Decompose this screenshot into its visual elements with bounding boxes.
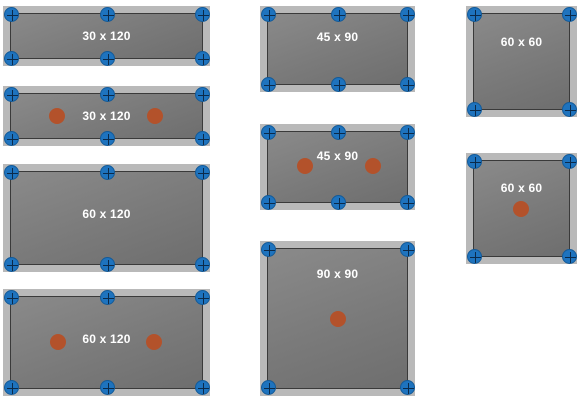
corner-pin-icon xyxy=(561,153,577,169)
panel-plate xyxy=(473,13,570,110)
corner-pin-icon xyxy=(260,241,276,257)
fixing-point-icon xyxy=(297,158,313,174)
corner-pin-icon xyxy=(330,194,346,210)
corner-pin-icon xyxy=(466,248,482,264)
panel-60x120-b[interactable]: 60 x 120 xyxy=(3,289,210,396)
corner-pin-icon xyxy=(194,50,210,66)
corner-pin-icon xyxy=(194,6,210,22)
panel-size-label: 60 x 60 xyxy=(500,35,543,49)
corner-pin-icon xyxy=(561,248,577,264)
fixing-point-icon xyxy=(49,108,65,124)
corner-pin-icon xyxy=(99,164,115,180)
corner-pin-icon xyxy=(399,76,415,92)
panel-size-label: 60 x 60 xyxy=(500,181,543,195)
fixing-point-icon xyxy=(147,108,163,124)
panel-size-label: 30 x 120 xyxy=(82,29,131,43)
corner-pin-icon xyxy=(194,289,210,305)
corner-pin-icon xyxy=(99,289,115,305)
corner-pin-icon xyxy=(194,379,210,395)
panel-60x60-b[interactable]: 60 x 60 xyxy=(466,153,577,264)
corner-pin-icon xyxy=(3,164,19,180)
corner-pin-icon xyxy=(3,256,19,272)
corner-pin-icon xyxy=(3,6,19,22)
panel-45x90-b[interactable]: 45 x 90 xyxy=(260,124,415,210)
corner-pin-icon xyxy=(99,50,115,66)
panel-60x120-a[interactable]: 60 x 120 xyxy=(3,164,210,272)
panel-size-label: 30 x 120 xyxy=(82,109,131,123)
corner-pin-icon xyxy=(330,124,346,140)
panel-60x60-a[interactable]: 60 x 60 xyxy=(466,6,577,117)
corner-pin-icon xyxy=(260,379,276,395)
corner-pin-icon xyxy=(194,256,210,272)
corner-pin-icon xyxy=(99,130,115,146)
corner-pin-icon xyxy=(99,256,115,272)
panel-30x120-b[interactable]: 30 x 120 xyxy=(3,86,210,146)
corner-pin-icon xyxy=(3,50,19,66)
corner-pin-icon xyxy=(260,6,276,22)
fixing-point-icon xyxy=(330,311,346,327)
corner-pin-icon xyxy=(330,6,346,22)
panel-plate xyxy=(267,131,408,203)
panel-plate xyxy=(267,13,408,85)
corner-pin-icon xyxy=(99,6,115,22)
corner-pin-icon xyxy=(561,101,577,117)
corner-pin-icon xyxy=(194,164,210,180)
corner-pin-icon xyxy=(99,86,115,102)
corner-pin-icon xyxy=(260,194,276,210)
panel-90x90[interactable]: 90 x 90 xyxy=(260,241,415,396)
corner-pin-icon xyxy=(399,6,415,22)
corner-pin-icon xyxy=(399,379,415,395)
panel-size-label: 45 x 90 xyxy=(316,30,359,44)
corner-pin-icon xyxy=(399,194,415,210)
corner-pin-icon xyxy=(330,76,346,92)
corner-pin-icon xyxy=(260,76,276,92)
corner-pin-icon xyxy=(3,130,19,146)
corner-pin-icon xyxy=(466,6,482,22)
corner-pin-icon xyxy=(3,86,19,102)
corner-pin-icon xyxy=(399,124,415,140)
corner-pin-icon xyxy=(194,86,210,102)
corner-pin-icon xyxy=(194,130,210,146)
panel-size-label: 60 x 120 xyxy=(82,332,131,346)
panel-plate xyxy=(10,296,203,389)
panel-45x90-a[interactable]: 45 x 90 xyxy=(260,6,415,92)
corner-pin-icon xyxy=(561,6,577,22)
panel-size-label: 60 x 120 xyxy=(82,207,131,221)
corner-pin-icon xyxy=(99,379,115,395)
panel-30x120-a[interactable]: 30 x 120 xyxy=(3,6,210,66)
fixing-point-icon xyxy=(50,334,66,350)
panel-size-label: 45 x 90 xyxy=(316,149,359,163)
corner-pin-icon xyxy=(399,241,415,257)
corner-pin-icon xyxy=(3,289,19,305)
corner-pin-icon xyxy=(3,379,19,395)
fixing-point-icon xyxy=(365,158,381,174)
panel-size-label: 90 x 90 xyxy=(316,267,359,281)
corner-pin-icon xyxy=(466,153,482,169)
fixing-point-icon xyxy=(146,334,162,350)
corner-pin-icon xyxy=(260,124,276,140)
fixing-point-icon xyxy=(513,201,529,217)
corner-pin-icon xyxy=(466,101,482,117)
